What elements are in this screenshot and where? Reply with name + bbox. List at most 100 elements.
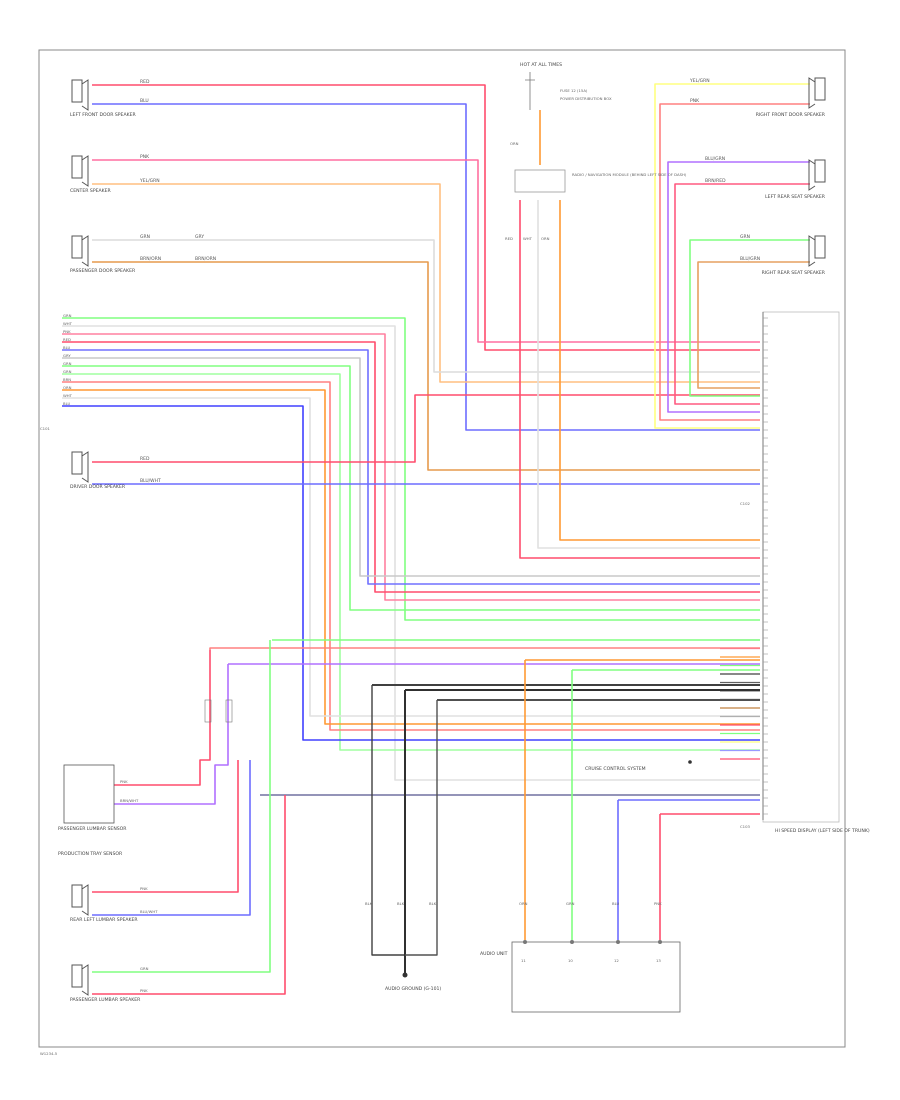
main-connector-box: [762, 311, 840, 823]
bundle-label: GRY: [63, 353, 71, 358]
wire-color: BLU/GRN: [740, 256, 760, 262]
cruise-label: CRUISE CONTROL SYSTEM: [585, 766, 646, 772]
wire-color: BLU: [140, 98, 149, 104]
footer-code: W1234-5: [40, 1051, 58, 1056]
speaker-name-r0: RIGHT FRONT DOOR SPEAKER: [756, 112, 826, 118]
speaker-cone-icon: [81, 155, 89, 187]
bundle-label: PNK: [63, 329, 71, 334]
lumbar-sensor-name: PASSENGER LUMBAR SENSOR: [58, 826, 127, 832]
wire-color: YEL/GRN: [689, 78, 710, 84]
ground-wire: BLK: [429, 901, 437, 906]
radio-red: [519, 200, 760, 559]
bundle-wire-6: [62, 365, 760, 611]
speaker-name-0: LEFT FRONT DOOR SPEAKER: [70, 112, 137, 118]
speaker-name-r1: LEFT REAR SEAT SPEAKER: [765, 194, 826, 200]
pass-grn: [92, 239, 760, 373]
rear-l-pnk: [92, 760, 239, 893]
wire-color: PNK: [140, 886, 148, 891]
wire-color: YEL/GRN: [139, 178, 160, 184]
bundle-wire-10: [62, 397, 760, 717]
wire-color: GRN: [140, 234, 150, 240]
speaker-symbol: [814, 235, 826, 259]
bundle-wire-7: [62, 373, 760, 751]
bundle-wire-1: [62, 325, 760, 781]
bundle-wire-11: [62, 405, 760, 741]
ground-wire: BLK: [365, 901, 373, 906]
bundle-label: WHT: [63, 393, 73, 398]
radio-wht: [537, 200, 760, 549]
radio-pin: WHT: [523, 236, 533, 241]
amp-pin-color: BLU: [612, 901, 620, 906]
wire-color: BRN/ORN: [140, 256, 161, 262]
speaker-symbol: [71, 451, 83, 475]
bundle-wire-8: [62, 381, 760, 731]
radio-fuse-box: [514, 169, 566, 193]
bundle-wire-9: [62, 389, 760, 725]
bundle-wire-5: [62, 357, 760, 577]
wire-layer: [62, 83, 810, 995]
wire-color: PNK: [140, 154, 150, 160]
fuse-note: POWER DISTRIBUTION BOX: [560, 96, 612, 101]
connector-label: C103: [740, 824, 750, 829]
splice-dot: [688, 760, 692, 764]
rf-pnk: [659, 103, 810, 421]
lr-brn: [674, 183, 810, 405]
tray-sensor-name: PRODUCTION TRAY SENSOR: [58, 851, 123, 857]
connector-stub: [225, 699, 233, 723]
bundle-wire-0: [62, 317, 760, 621]
amplifier-box: [511, 941, 681, 1013]
amp-pin-color: PNK: [654, 901, 662, 906]
wire-color: RED: [140, 79, 150, 85]
lumbar-pnk: [209, 647, 760, 650]
ground-wire: BLK: [397, 901, 405, 906]
bundle-wire-2: [62, 333, 760, 601]
bundle-label: RED: [63, 337, 71, 342]
rr-blu: [697, 261, 810, 389]
amp-pin-color: GRN: [566, 901, 575, 906]
speaker-symbol: [71, 79, 83, 103]
radio-pin: ORN: [541, 236, 550, 241]
wire-color: PNK: [140, 988, 148, 993]
unit-label: HI SPEED DISPLAY (LEFT SIDE OF TRUNK): [775, 828, 870, 834]
rr-grn: [689, 239, 810, 397]
amp-pin: [570, 940, 574, 944]
speaker-cone-icon: [81, 235, 89, 267]
wire-color: BLU/WHT: [140, 909, 158, 914]
radio-orn: [559, 200, 760, 541]
wire-color: BRN/ORN: [195, 256, 216, 262]
speaker-cone-icon: [808, 159, 816, 191]
speaker-symbol: [814, 159, 826, 183]
lr-blu: [667, 161, 810, 413]
bundle-wire-4: [62, 349, 760, 585]
bundle-label: WHT: [63, 321, 73, 326]
wire-color: BRN/WHT: [120, 798, 139, 803]
radio-fuse-label: RADIO / NAVIGATION MODULE (BEHIND LEFT S…: [572, 172, 687, 177]
left-front-blu: [92, 103, 760, 431]
speaker-symbol: [71, 155, 83, 179]
bundle-label: ORN: [63, 385, 72, 390]
fuse-label: FUSE 12 (15A): [560, 88, 588, 93]
wire-color: BLU/GRN: [705, 156, 725, 162]
speaker-symbol: [814, 77, 826, 101]
speaker-cone-icon: [808, 235, 816, 267]
wire-color: PNK: [120, 779, 128, 784]
amp-pin-num: 13: [656, 958, 661, 963]
fuse-icon: [525, 72, 535, 110]
component-layer: [63, 72, 840, 1013]
speaker-name-3: DRIVER DOOR SPEAKER: [70, 484, 126, 490]
driver-red: [92, 394, 760, 463]
wire-color: ORN: [510, 141, 519, 146]
bundle-label: GRN: [63, 313, 72, 318]
wire-color: BLU/WHT: [140, 478, 161, 484]
center-pnk: [92, 159, 760, 343]
speaker-cone-icon: [808, 77, 816, 109]
amp-pin-num: 10: [568, 958, 573, 963]
lumbar-sensor-pur: [114, 664, 229, 805]
speaker-symbol: [71, 235, 83, 259]
bundle-label: BLU: [63, 345, 71, 350]
rear-p-grn: [92, 640, 271, 973]
amp-pin-num: 12: [614, 958, 619, 963]
gnd-l3: [405, 700, 438, 956]
amp-pin-color: ORN: [519, 901, 528, 906]
